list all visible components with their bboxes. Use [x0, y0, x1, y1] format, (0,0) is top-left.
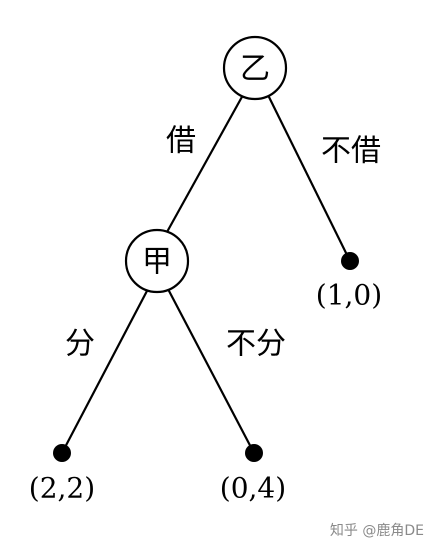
edge-root-to-right-leaf	[267, 94, 351, 262]
edge-label-not-borrow: 不借	[321, 134, 381, 169]
root-node-circle	[222, 35, 288, 101]
edge-root-to-inner	[166, 94, 244, 233]
edge-label-split: 分	[65, 327, 95, 362]
inner-player-label: 甲	[142, 245, 172, 280]
left-leaf-dot	[53, 444, 71, 462]
middle-leaf-dot	[245, 444, 263, 462]
edge-label-borrow: 借	[166, 124, 196, 159]
root-player-label: 乙	[240, 52, 270, 87]
payoff-middle-leaf: (0,4)	[220, 472, 286, 505]
edge-label-not-split: 不分	[226, 327, 286, 362]
watermark: 知乎 @鹿角DE	[330, 522, 424, 539]
edge-inner-to-left-leaf	[61, 288, 149, 454]
payoff-right-leaf: (1,0)	[316, 279, 382, 312]
edge-inner-to-middle-leaf	[167, 288, 255, 454]
payoff-left-leaf: (2,2)	[29, 472, 95, 505]
right-leaf-dot	[341, 252, 359, 270]
inner-node-circle	[124, 228, 190, 294]
